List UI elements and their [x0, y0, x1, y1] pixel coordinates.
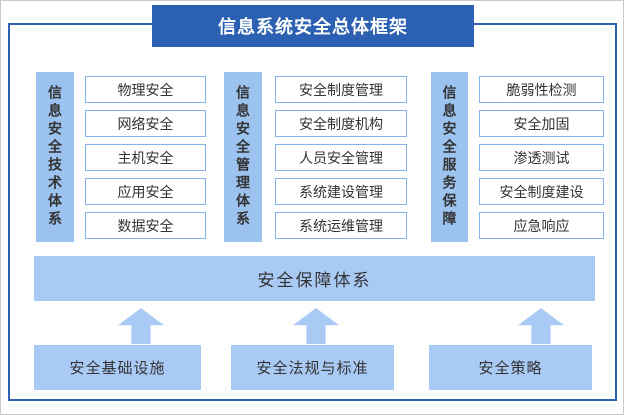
column-technology: 信息安全技术体系 物理安全 网络安全 主机安全 应用安全 数据安全	[36, 72, 206, 246]
item-box: 系统建设管理	[275, 178, 407, 205]
assurance-bar: 安全保障体系	[34, 256, 595, 301]
item-box: 网络安全	[85, 110, 206, 137]
item-box: 人员安全管理	[275, 144, 407, 171]
item-box: 安全制度机构	[275, 110, 407, 137]
item-box: 主机安全	[85, 144, 206, 171]
item-box: 应急响应	[479, 212, 604, 239]
column-label-service: 信息安全服务保障	[431, 72, 468, 242]
item-box: 安全制度管理	[275, 76, 407, 103]
item-box: 应用安全	[85, 178, 206, 205]
item-box: 系统运维管理	[275, 212, 407, 239]
item-box: 物理安全	[85, 76, 206, 103]
column-management: 信息安全管理体系 安全制度管理 安全制度机构 人员安全管理 系统建设管理 系统运…	[224, 72, 407, 246]
column-items-technology: 物理安全 网络安全 主机安全 应用安全 数据安全	[85, 72, 206, 246]
title-banner: 信息系统安全总体框架	[152, 5, 474, 47]
column-items-management: 安全制度管理 安全制度机构 人员安全管理 系统建设管理 系统运维管理	[275, 72, 407, 246]
column-items-service: 脆弱性检测 安全加固 渗透测试 安全制度建设 应急响应	[479, 72, 604, 246]
column-service: 信息安全服务保障 脆弱性检测 安全加固 渗透测试 安全制度建设 应急响应	[431, 72, 604, 246]
item-box: 安全制度建设	[479, 178, 604, 205]
item-box: 脆弱性检测	[479, 76, 604, 103]
diagram-title: 信息系统安全总体框架	[218, 17, 408, 37]
item-box: 数据安全	[85, 212, 206, 239]
foundation-box-policy: 安全策略	[429, 345, 592, 390]
item-box: 渗透测试	[479, 144, 604, 171]
foundation-box-infrastructure: 安全基础设施	[34, 345, 201, 390]
foundation-box-regulations: 安全法规与标准	[231, 345, 394, 390]
column-label-technology: 信息安全技术体系	[36, 72, 74, 242]
column-label-management: 信息安全管理体系	[224, 72, 262, 242]
item-box: 安全加固	[479, 110, 604, 137]
